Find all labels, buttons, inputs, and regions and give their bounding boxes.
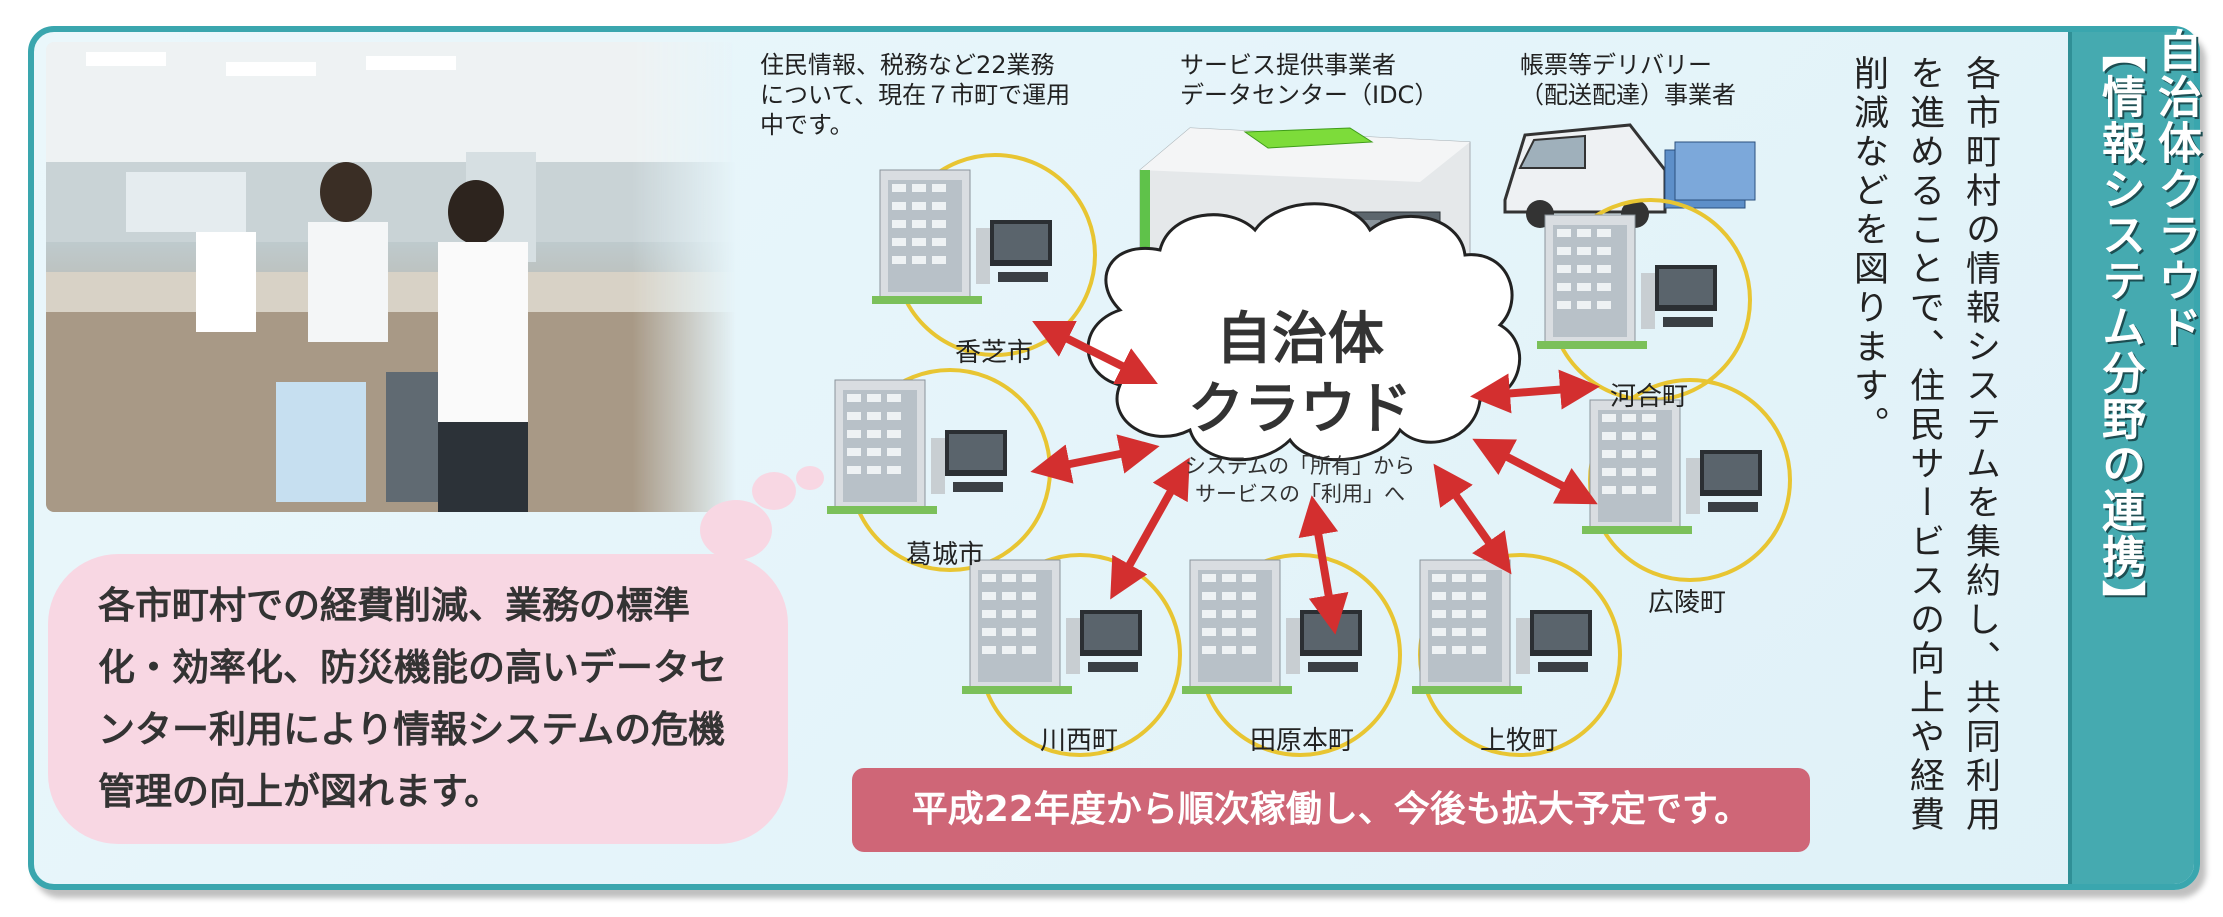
building-kawanishi [961, 559, 1143, 695]
building-kawai [1536, 214, 1718, 350]
cloud-subtitle-line-1: システムの「所有」から [1184, 454, 1416, 478]
town-label-kashiba: 香芝市 [955, 338, 1034, 368]
bubble-text: 各市町村での経費削減、業務の標準化・効率化、防災機能の高いデータセンター利用によ… [98, 584, 727, 813]
operation-note-line-1: 住民情報、税務など22業務 [760, 51, 1055, 79]
arrow-koryo [1472, 438, 1598, 505]
bubble-dot-large [700, 500, 772, 560]
building-koryo [1581, 399, 1763, 535]
description-text: 各市町村の情報システムを集約し、共同利用を進めることで、住民サービスの向上や経費… [1848, 55, 2000, 835]
arrow-kashiba [1032, 321, 1158, 384]
town-label-kanmaki: 上牧町 [1480, 726, 1559, 756]
bubble-dot-small [796, 466, 824, 490]
arrow-kawai [1470, 369, 1600, 414]
operation-note-line-3: 中です。 [760, 111, 854, 139]
bubble-dot-medium [752, 472, 796, 510]
thought-bubble [48, 554, 788, 844]
idc-label: サービス提供事業者 データセンター（IDC） [1180, 50, 1438, 110]
cloud-title-line-1: 自治体 [1216, 307, 1384, 372]
office-photo-drawing [46, 42, 736, 512]
building-katsuragi [826, 379, 1008, 515]
side-title-line-1: 自治体クラウド [2150, 28, 2201, 350]
arrow-kawanishi [1110, 457, 1190, 600]
office-photo [46, 42, 736, 512]
delivery-label-line-1: 帳票等デリバリー [1520, 51, 1712, 79]
town-label-kawanishi: 川西町 [1040, 726, 1119, 756]
arrow-tawaramoto [1298, 495, 1349, 635]
cloud-title: 自治体 クラウド [1160, 305, 1440, 445]
operation-note: 住民情報、税務など22業務 について、現在７市町で運用 中です。 [760, 50, 1070, 140]
building-tawaramoto [1181, 559, 1363, 695]
idc-label-line-1: サービス提供事業者 [1180, 51, 1396, 79]
delivery-label: 帳票等デリバリー （配送配達）事業者 [1520, 50, 1736, 110]
schedule-banner: 平成22年度から順次稼働し、今後も拡大予定です。 [852, 768, 1810, 852]
arrow-katsuragi [1030, 434, 1160, 484]
town-label-koryo: 広陵町 [1648, 588, 1727, 618]
cloud-subtitle: システムの「所有」から サービスの「利用」へ [1160, 452, 1440, 508]
town-label-katsuragi: 葛城市 [906, 540, 985, 570]
side-title-line-2: 【情報システム分野の連携】 [2094, 28, 2145, 626]
idc-label-line-2: データセンター（IDC） [1180, 81, 1439, 109]
town-label-tawaramoto: 田原本町 [1250, 726, 1355, 756]
side-tab [2068, 32, 2194, 884]
town-label-kawai: 河合町 [1610, 382, 1689, 412]
delivery-label-line-2: （配送配達）事業者 [1520, 81, 1736, 109]
side-title: 自治体クラウド 【情報システム分野の連携】 [2091, 28, 2203, 626]
building-kashiba [871, 169, 1053, 305]
cloud-subtitle-line-2: サービスの「利用」へ [1195, 482, 1405, 506]
cloud-title-line-2: クラウド [1188, 377, 1412, 442]
building-kanmaki [1411, 559, 1593, 695]
operation-note-line-2: について、現在７市町で運用 [760, 81, 1071, 109]
arrow-kanmaki [1433, 463, 1512, 575]
delivery-van-icon [1503, 123, 1756, 228]
